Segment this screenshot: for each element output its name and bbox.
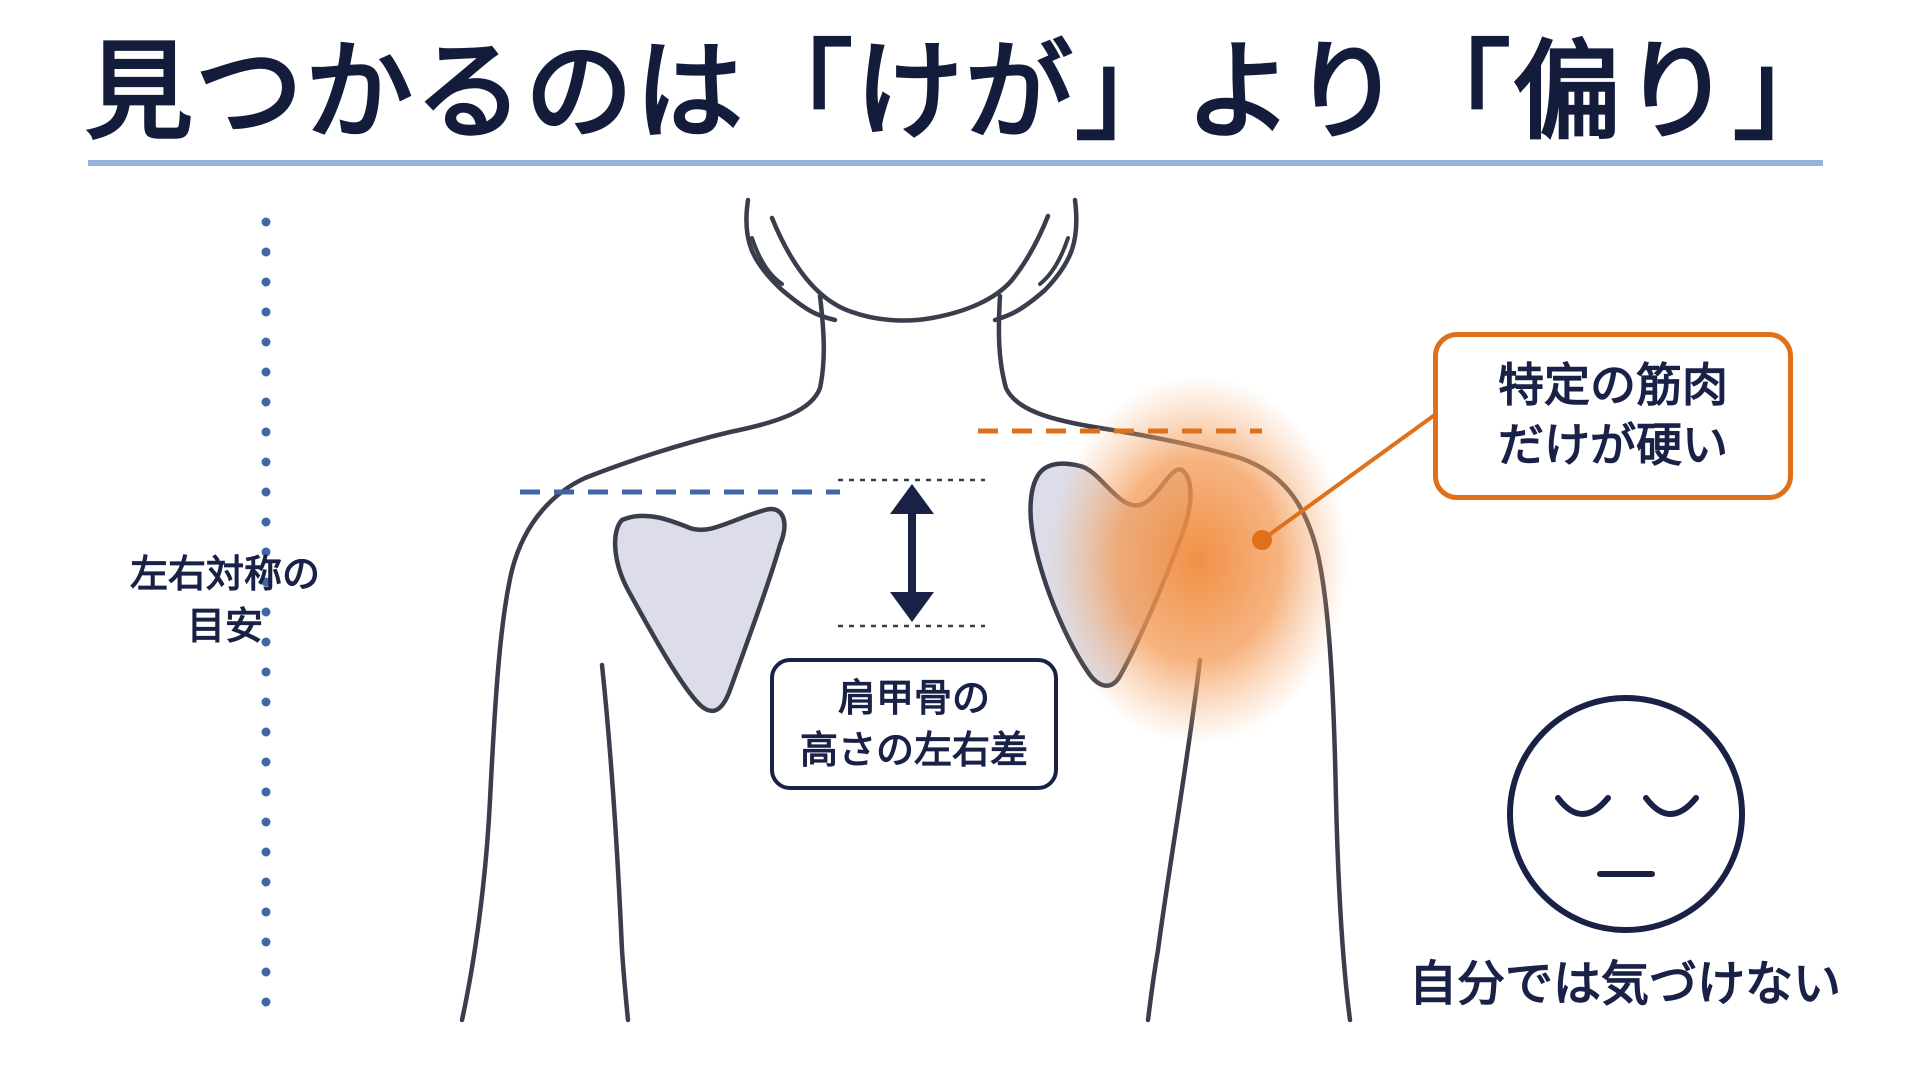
head-outline bbox=[744, 197, 838, 323]
symmetry-label: 左右対称の 目安 bbox=[100, 548, 350, 652]
tight-muscle-hotspot bbox=[1048, 375, 1348, 745]
muscle-callout-line2: だけが硬い bbox=[1498, 418, 1728, 472]
ear-right bbox=[1038, 236, 1070, 286]
hotspot-leader-line bbox=[1260, 412, 1438, 542]
sleepy-face-icon bbox=[1507, 695, 1745, 933]
arrow-up-head bbox=[890, 484, 934, 514]
arrow-down-head bbox=[890, 592, 934, 622]
page-title: 見つかるのは「けが」より「偏り」 bbox=[85, 30, 1843, 155]
tight-muscle-callout: 特定の筋肉 だけが硬い bbox=[1433, 332, 1793, 500]
torso-left-outline bbox=[459, 293, 826, 1023]
title-underline bbox=[88, 160, 1823, 166]
head-outline-right bbox=[992, 197, 1079, 323]
jaw-outline bbox=[769, 213, 1051, 323]
scapula-callout-line1: 肩甲骨の bbox=[837, 676, 990, 720]
symmetry-label-line2: 目安 bbox=[186, 604, 263, 648]
muscle-callout-line1: 特定の筋肉 bbox=[1498, 358, 1728, 412]
arm-left-line bbox=[599, 662, 631, 1023]
scapula-left bbox=[612, 506, 787, 714]
scapula-callout-line2: 高さの左右差 bbox=[799, 728, 1028, 772]
ear-left bbox=[750, 236, 784, 286]
scapula-height-callout: 肩甲骨の 高さの左右差 bbox=[770, 658, 1058, 790]
symmetry-label-line1: 左右対称の bbox=[129, 552, 320, 596]
face-caption: 自分では気づけない bbox=[1408, 956, 1841, 1012]
